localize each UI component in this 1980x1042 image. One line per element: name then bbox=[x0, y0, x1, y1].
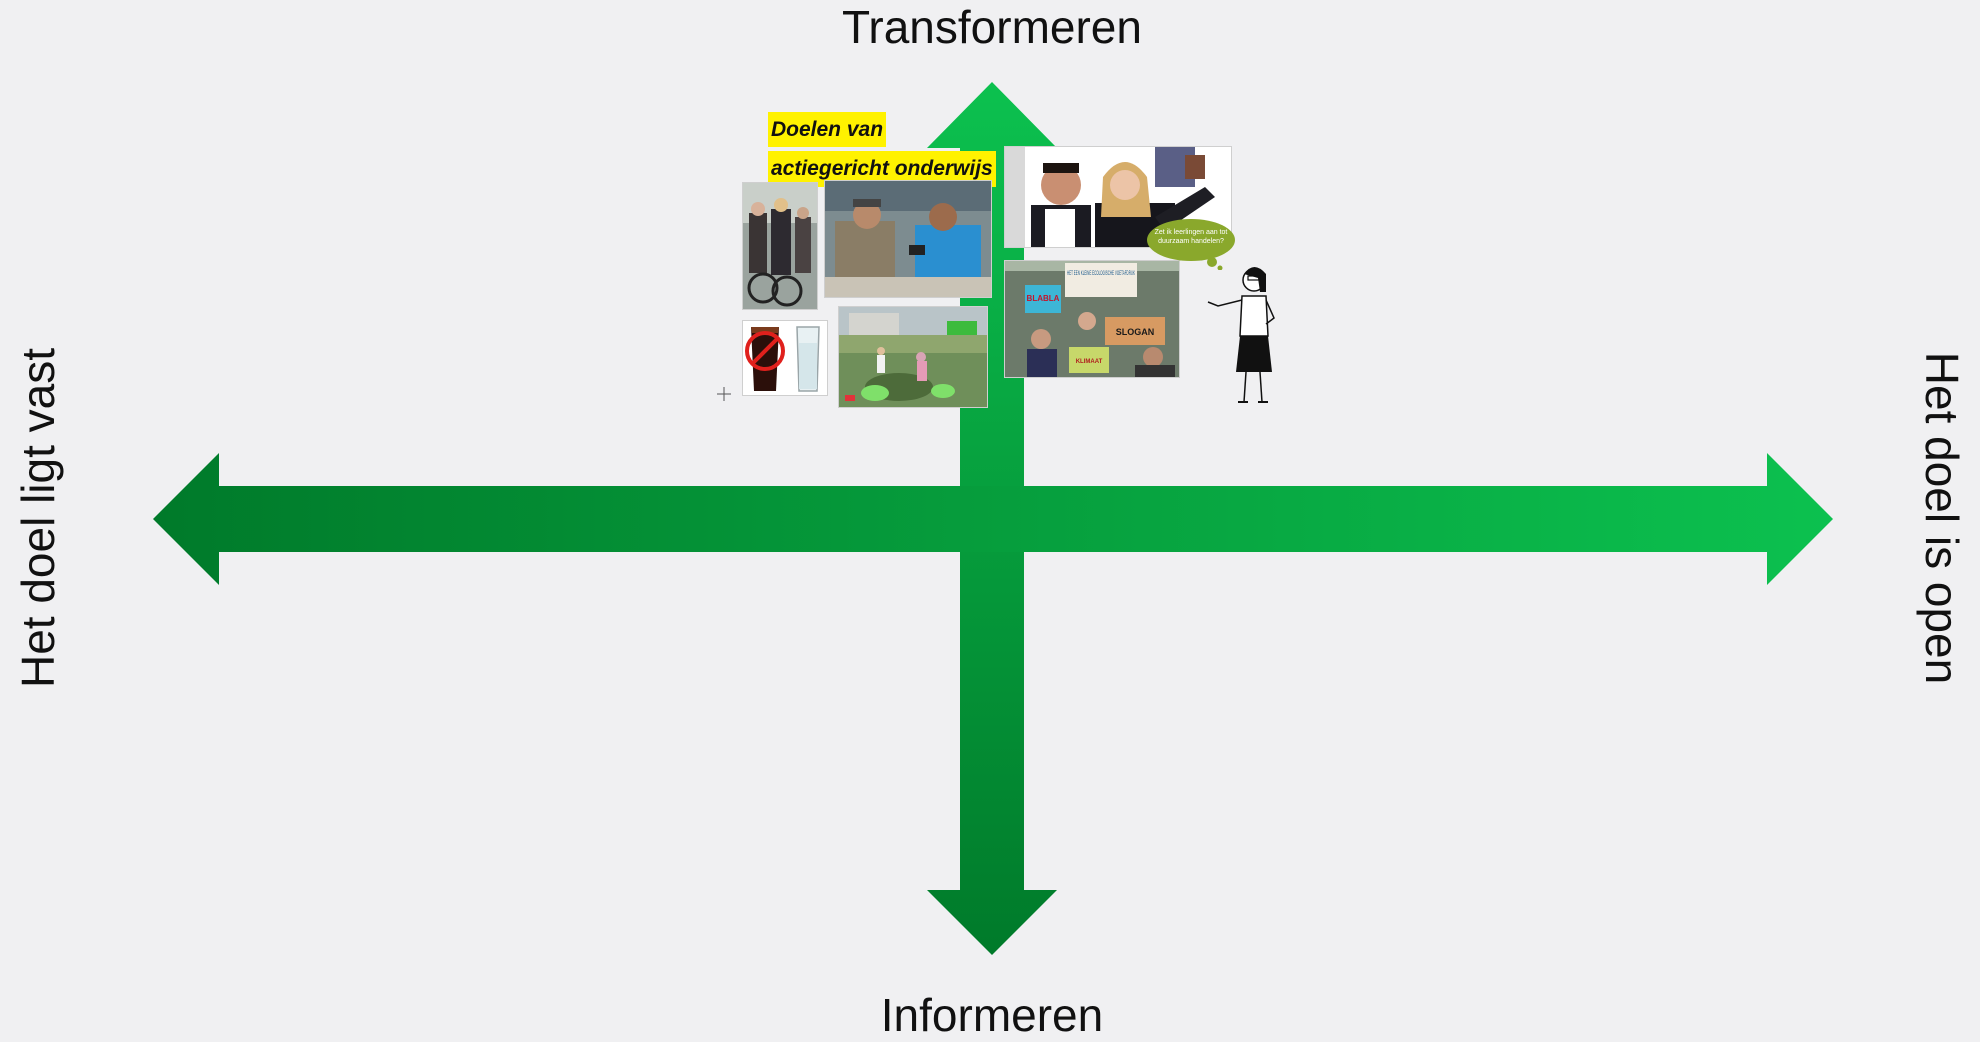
title-line-2: actiegericht onderwijs bbox=[768, 151, 996, 187]
axis-label-left: Het doel ligt vast bbox=[12, 347, 64, 689]
sign-slogan: SLOGAN bbox=[1116, 327, 1155, 337]
photo-soda-vs-water bbox=[742, 320, 828, 396]
title-line-1: Doelen van bbox=[768, 112, 887, 148]
sign-blabla: BLABLA bbox=[1027, 294, 1060, 303]
photo-climate-protest: HET EEN KLEINE ECOLOGISCHE VOETAFDRUK BL… bbox=[1004, 260, 1180, 378]
axis-label-top: Transformeren bbox=[842, 1, 1142, 53]
crosshair-icon bbox=[717, 387, 731, 401]
slide-title: Doelen van actiegericht onderwijs bbox=[768, 112, 996, 191]
horizontal-axis-arrow bbox=[153, 453, 1833, 585]
photo-cyclists bbox=[742, 182, 818, 310]
axis-label-right: Het doel is open bbox=[1916, 351, 1968, 685]
photo-children-gardening bbox=[838, 306, 988, 408]
thought-bubble-icon bbox=[1147, 219, 1235, 270]
axis-label-bottom: Informeren bbox=[880, 989, 1104, 1041]
photo-men-with-camera bbox=[824, 180, 992, 298]
sign-klimaat: KLIMAAT bbox=[1076, 359, 1103, 365]
teacher-illustration bbox=[1207, 267, 1275, 403]
thought-bubble-text: Zet ik leerlingen aan tot duurzaam hande… bbox=[1154, 229, 1228, 245]
sign-ecological: HET EEN KLEINE ECOLOGISCHE VOETAFDRUK bbox=[1067, 271, 1135, 277]
